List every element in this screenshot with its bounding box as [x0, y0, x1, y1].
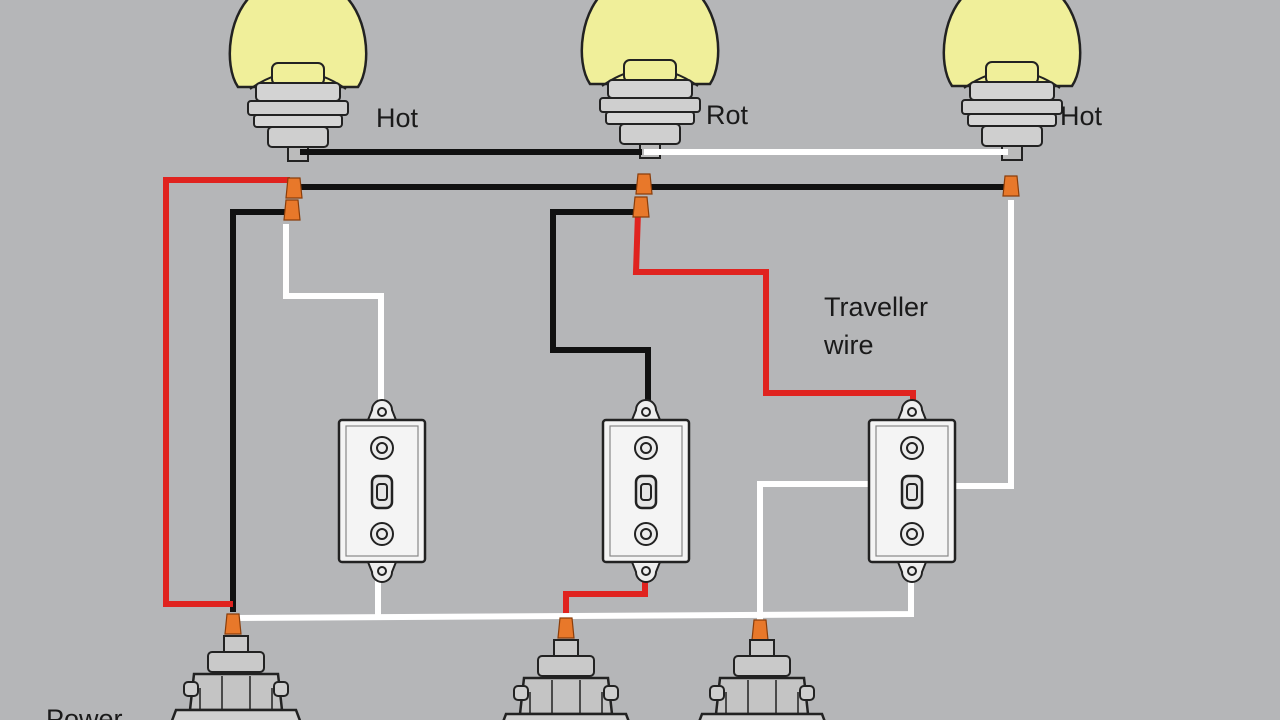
bulb-left — [228, 0, 368, 163]
label-hot-left: Hot — [376, 103, 419, 133]
wire-nuts — [224, 173, 1020, 641]
switch-left — [337, 398, 427, 584]
bulb-right — [942, 0, 1082, 162]
junction-box-middle — [498, 638, 634, 720]
label-rot-middle: Rot — [706, 100, 749, 130]
label-wire: wire — [823, 330, 874, 360]
label-traveller: Traveller — [824, 292, 928, 322]
label-power: Power — [46, 704, 123, 720]
wires — [163, 149, 1014, 626]
label-hot-right: Hot — [1060, 101, 1103, 131]
white-wire-bottom — [232, 578, 914, 621]
junction-box-right — [694, 638, 830, 720]
red-wire-traveller — [632, 211, 916, 404]
bulb-middle — [580, 0, 720, 160]
junction-box-left — [168, 634, 304, 720]
white-wire-loop — [757, 481, 868, 626]
switch-middle — [601, 398, 691, 584]
black-wire-left-drop — [230, 209, 292, 612]
red-wire-left — [163, 177, 290, 607]
red-wire-bottom — [563, 578, 648, 624]
white-wire-left — [283, 224, 384, 404]
white-wire-right — [955, 200, 1014, 489]
black-wire-middle-drop — [550, 209, 651, 404]
switch-right — [867, 398, 957, 584]
